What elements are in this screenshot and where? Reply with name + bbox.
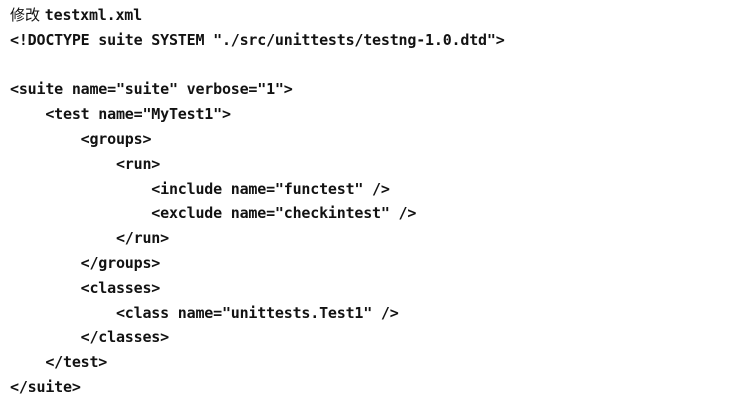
- code-block: <!DOCTYPE suite SYSTEM "./src/unittests/…: [10, 28, 747, 400]
- code-line-11: <classes>: [10, 278, 161, 297]
- code-line-9: </run>: [10, 229, 169, 248]
- code-line-4: <test name="MyTest1">: [10, 105, 231, 124]
- code-line-7: <include name="functest" />: [10, 179, 390, 198]
- code-line-1: <!DOCTYPE suite SYSTEM "./src/unittests/…: [10, 30, 505, 49]
- code-line-6: <run>: [10, 154, 161, 173]
- code-line-5: <groups>: [10, 129, 152, 148]
- file-name: testxml.xml: [44, 6, 142, 24]
- action-label: 修改: [10, 6, 41, 24]
- page-title: 修改 testxml.xml: [10, 3, 747, 28]
- code-line-10: </groups>: [10, 253, 161, 272]
- code-line-8: <exclude name="checkintest" />: [10, 204, 417, 223]
- code-line-15: </suite>: [10, 377, 81, 396]
- code-line-2: [10, 53, 747, 78]
- code-line-14: </test>: [10, 353, 108, 372]
- code-line-12: <class name="unittests.Test1" />: [10, 303, 399, 322]
- code-line-13: </classes>: [10, 328, 170, 347]
- code-line-3: <suite name="suite" verbose="1">: [10, 80, 293, 99]
